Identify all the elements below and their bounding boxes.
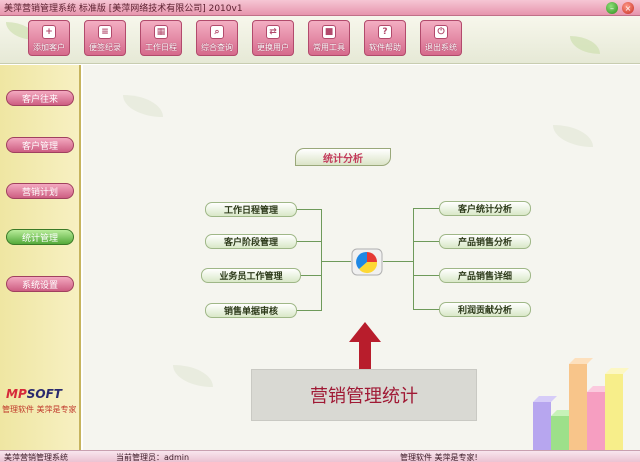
connector-line	[297, 209, 321, 210]
button-label: 添加客户	[33, 43, 65, 52]
status-app-name: 美萍营销管理系统	[4, 453, 68, 462]
decor-leaf	[570, 36, 600, 54]
status-slogan: 管理软件 美萍是专家!	[400, 453, 478, 462]
calendar-icon: ▦	[154, 25, 168, 39]
node-work-schedule[interactable]: 工作日程管理	[205, 202, 297, 217]
main-panel: 统计分析 工作日程管理 客户阶段管理 业务员工作管理 销售单据审核 客户统计分析…	[83, 65, 640, 450]
decor-leaf	[553, 125, 593, 147]
node-customer-stats[interactable]: 客户统计分析	[439, 201, 531, 216]
toolbar: + 添加客户 ≡ 便签纪录 ▦ 工作日程 ⌕ 综合查询 ⇄ 更换用户 ■ 常用工…	[0, 16, 640, 64]
switch-user-button[interactable]: ⇄ 更换用户	[252, 20, 294, 56]
section-title: 统计分析	[295, 148, 391, 166]
sidebar-item-customer-management[interactable]: 客户管理	[6, 137, 74, 153]
button-label: 工作日程	[145, 43, 177, 52]
connector-line	[321, 209, 322, 311]
decor-leaf	[123, 95, 163, 117]
minimize-button[interactable]: –	[606, 2, 618, 14]
help-button[interactable]: ? 软件帮助	[364, 20, 406, 56]
node-profit-analysis[interactable]: 利润贡献分析	[439, 302, 531, 317]
schedule-button[interactable]: ▦ 工作日程	[140, 20, 182, 56]
search-icon: ⌕	[210, 25, 224, 39]
connector-line	[413, 309, 439, 310]
button-label: 软件帮助	[369, 43, 401, 52]
notes-button[interactable]: ≡ 便签纪录	[84, 20, 126, 56]
company-logo: MPSOFT	[6, 387, 62, 401]
sidebar: 客户往来 客户管理 营销计划 统计管理 系统设置 MPSOFT 管理软件 美萍是…	[0, 65, 81, 450]
person-add-icon: +	[42, 25, 56, 39]
node-sales-audit[interactable]: 销售单据审核	[205, 303, 297, 318]
sidebar-item-statistics[interactable]: 统计管理	[6, 229, 74, 245]
title-bar: 美萍营销管理系统 标准版 [美萍网络技术有限公司] 2010v1 – ×	[0, 0, 640, 16]
switch-user-icon: ⇄	[266, 25, 280, 39]
statistics-hub-icon	[351, 248, 383, 276]
button-label: 综合查询	[201, 43, 233, 52]
connector-line	[413, 241, 439, 242]
close-button[interactable]: ×	[622, 2, 634, 14]
connector-line	[413, 208, 414, 310]
decor-leaf	[173, 365, 213, 387]
sidebar-item-customer-contacts[interactable]: 客户往来	[6, 90, 74, 106]
exit-button[interactable]: ⏻ 退出系统	[420, 20, 462, 56]
button-label: 便签纪录	[89, 43, 121, 52]
connector-line	[321, 261, 351, 262]
connector-line	[383, 261, 413, 262]
window-title: 美萍营销管理系统 标准版 [美萍网络技术有限公司] 2010v1	[4, 4, 243, 14]
tools-button[interactable]: ■ 常用工具	[308, 20, 350, 56]
help-icon: ?	[378, 25, 392, 39]
query-button[interactable]: ⌕ 综合查询	[196, 20, 238, 56]
node-product-sales-analysis[interactable]: 产品销售分析	[439, 234, 531, 249]
arrow-up-icon	[349, 322, 381, 370]
connector-line	[413, 275, 439, 276]
button-label: 退出系统	[425, 43, 457, 52]
exit-icon: ⏻	[434, 25, 448, 39]
sidebar-item-settings[interactable]: 系统设置	[6, 276, 74, 292]
decorative-bar-graphic	[533, 358, 629, 450]
connector-line	[301, 275, 321, 276]
notes-icon: ≡	[98, 25, 112, 39]
add-customer-button[interactable]: + 添加客户	[28, 20, 70, 56]
sidebar-item-marketing-plan[interactable]: 营销计划	[6, 183, 74, 199]
sidebar-slogan: 管理软件 美萍是专家	[2, 405, 77, 414]
status-bar: 美萍营销管理系统 当前管理员：admin 管理软件 美萍是专家!	[0, 450, 640, 462]
connector-line	[413, 208, 439, 209]
caption-banner: 营销管理统计	[251, 369, 477, 421]
status-admin: 当前管理员：admin	[116, 453, 190, 462]
node-product-sales-detail[interactable]: 产品销售详细	[439, 268, 531, 283]
button-label: 常用工具	[313, 43, 345, 52]
node-salesperson-work[interactable]: 业务员工作管理	[201, 268, 301, 283]
tools-icon: ■	[322, 25, 336, 39]
button-label: 更换用户	[257, 43, 289, 52]
connector-line	[297, 310, 321, 311]
connector-line	[297, 241, 321, 242]
node-customer-stage[interactable]: 客户阶段管理	[205, 234, 297, 249]
